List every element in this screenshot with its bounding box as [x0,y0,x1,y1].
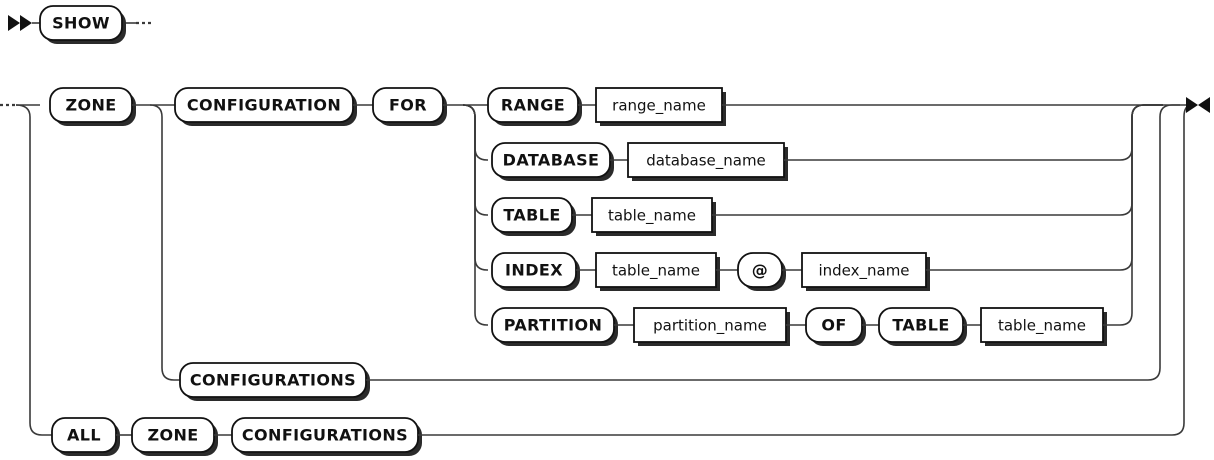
node-all-configurations-label: CONFIGURATIONS [242,426,408,445]
node-index-name: index_name [801,252,930,291]
node-configurations-label: CONFIGURATIONS [190,371,356,390]
node-database-name: database_name [627,142,788,181]
node-zone: ZONE [49,87,136,126]
node-range-name-label: range_name [612,97,706,116]
node-show: SHOW [39,5,126,44]
rail-entry-branch-down-to-all [15,104,52,436]
node-partition-table-name: table_name [980,307,1107,346]
rail-indexname-to-merge [926,104,1163,271]
node-configurations: CONFIGURATIONS [179,362,370,401]
node-show-label: SHOW [52,14,110,33]
node-partition-table-label: TABLE [892,316,949,335]
node-at-sign: @ [737,252,786,291]
node-of-label: OF [821,316,846,335]
node-database: DATABASE [491,142,614,181]
node-database-label: DATABASE [503,151,600,170]
node-database-name-label: database_name [646,152,766,171]
start-arrow-marker [8,15,32,31]
node-index-table-name: table_name [595,252,720,291]
end-arrow-marker [1186,97,1210,113]
node-table: TABLE [491,197,576,236]
node-all-label: ALL [67,426,101,445]
node-range: RANGE [487,87,582,126]
node-at-sign-label: @ [752,261,768,280]
node-all: ALL [51,417,120,456]
rail-split-down-to-configurations [149,104,180,381]
node-zone-label: ZONE [65,96,116,115]
node-range-name: range_name [595,87,726,126]
node-all-configurations: CONFIGURATIONS [231,417,422,456]
node-index-label: INDEX [505,261,563,280]
node-index-table-name-label: table_name [612,262,700,281]
node-partition-table-name-label: table_name [998,317,1086,336]
node-table-name-label: table_name [608,207,696,226]
node-partition-name-label: partition_name [653,317,767,336]
node-index-name-label: index_name [818,262,909,281]
rail-databasename-to-merge [784,104,1163,161]
node-of: OF [805,307,866,346]
node-for-label: FOR [389,96,427,115]
rail-fanout-to-partition [462,104,488,326]
node-index: INDEX [491,252,580,291]
node-partition: PARTITION [491,307,618,346]
node-partition-label: PARTITION [504,316,603,335]
node-range-label: RANGE [501,96,565,115]
node-all-zone: ZONE [131,417,218,456]
node-configuration-label: CONFIGURATION [187,96,341,115]
node-table-label: TABLE [503,206,560,225]
node-partition-table: TABLE [878,307,967,346]
node-configuration: CONFIGURATION [174,87,357,126]
rail-partitiontablename-to-merge [1103,104,1163,326]
node-partition-name: partition_name [633,307,790,346]
node-table-name: table_name [591,197,716,236]
node-all-zone-label: ZONE [147,426,198,445]
node-for: FOR [372,87,447,126]
